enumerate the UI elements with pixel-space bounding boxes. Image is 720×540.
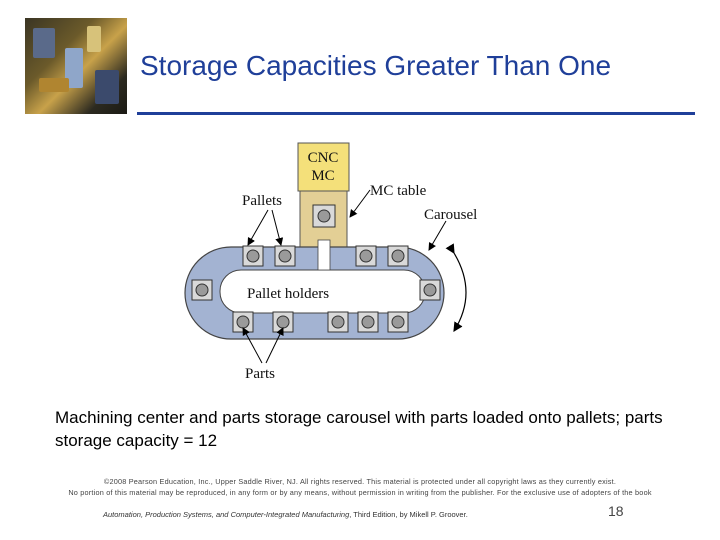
pallet-bottom-5 <box>387 311 409 333</box>
pallets-arrow-left <box>247 209 269 246</box>
pallet-bottom-4 <box>357 311 379 333</box>
page-number: 18 <box>608 503 624 519</box>
cnc-label-line1: CNC <box>308 150 339 166</box>
copyright-line-1: ©2008 Pearson Education, Inc., Upper Sad… <box>103 477 617 486</box>
table-slot <box>317 239 331 271</box>
pallet-top-1 <box>242 245 264 267</box>
corner-photo <box>25 18 127 114</box>
cnc-label-line2: MC <box>311 168 334 184</box>
mc-table-arrow <box>349 189 371 218</box>
pallet-top-3 <box>355 245 377 267</box>
carousel-arrow <box>428 220 447 251</box>
pallet-bottom-2 <box>272 311 294 333</box>
book-citation: Automation, Production Systems, and Comp… <box>103 510 468 519</box>
citation-rest: , Third Edition, by Mikell P. Groover. <box>349 510 468 519</box>
carousel-label: Carousel <box>424 207 477 223</box>
table-pallet <box>312 204 336 228</box>
copyright-notice: ©2008 Pearson Education, Inc., Upper Sad… <box>40 476 680 498</box>
pallets-label: Pallets <box>242 193 282 209</box>
pallet-left <box>191 279 213 301</box>
pallet-bottom-1 <box>232 311 254 333</box>
title-divider <box>137 112 695 115</box>
mc-table-label: MC table <box>370 183 427 199</box>
citation-title: Automation, Production Systems, and Comp… <box>103 510 350 519</box>
parts-label: Parts <box>245 366 275 382</box>
parts-arrow-right <box>265 327 284 364</box>
pallet-top-2 <box>274 245 296 267</box>
cnc-machine-box <box>297 142 350 192</box>
slide-title: Storage Capacities Greater Than One <box>140 50 612 81</box>
rotation-arrow <box>445 243 467 333</box>
copyright-line-2: No portion of this material may be repro… <box>68 488 652 497</box>
parts-arrow-left <box>242 327 263 364</box>
pallet-bottom-3 <box>327 311 349 333</box>
pallet-right <box>419 279 441 301</box>
pallet-holders-label: Pallet holders <box>247 286 329 302</box>
slide-caption: Machining center and parts storage carou… <box>55 408 663 450</box>
pallet-top-4 <box>387 245 409 267</box>
carousel-diagram: CNC MC Pallets MC table Carousel Pallet … <box>184 142 477 382</box>
pallets-arrow-right <box>271 209 284 246</box>
